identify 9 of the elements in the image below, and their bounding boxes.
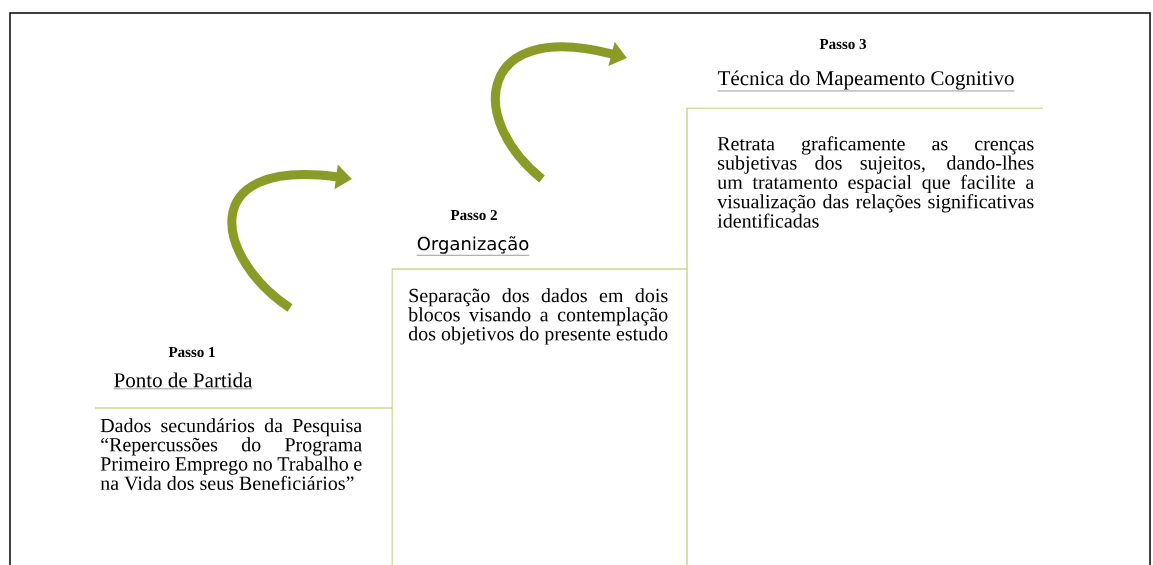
step-title: Ponto de Partida xyxy=(113,372,253,389)
step-title: Técnica do Mapeamento Cognitivo xyxy=(717,70,1015,92)
step-label: Passo 3 xyxy=(819,38,867,50)
step-description: Retrata graficamente as crenças subjetivas dos sujeitos, dando-lhes um tratamento espacial que facilite a visualização das relações significativas identificadas xyxy=(717,136,1034,228)
step-description: Dados secundários da Pesquisa “Repercussões do Programa Primeiro Emprego no Trabalho e na Vida dos seus Beneficiários” xyxy=(100,418,362,491)
step-label: Passo 1 xyxy=(168,347,215,357)
step-title: Organização xyxy=(416,236,530,256)
step-label: Passo 2 xyxy=(450,209,497,221)
step-description: Separação dos dados em dois blocos visando a contemplação dos objetivos do presente estudo xyxy=(408,288,668,345)
